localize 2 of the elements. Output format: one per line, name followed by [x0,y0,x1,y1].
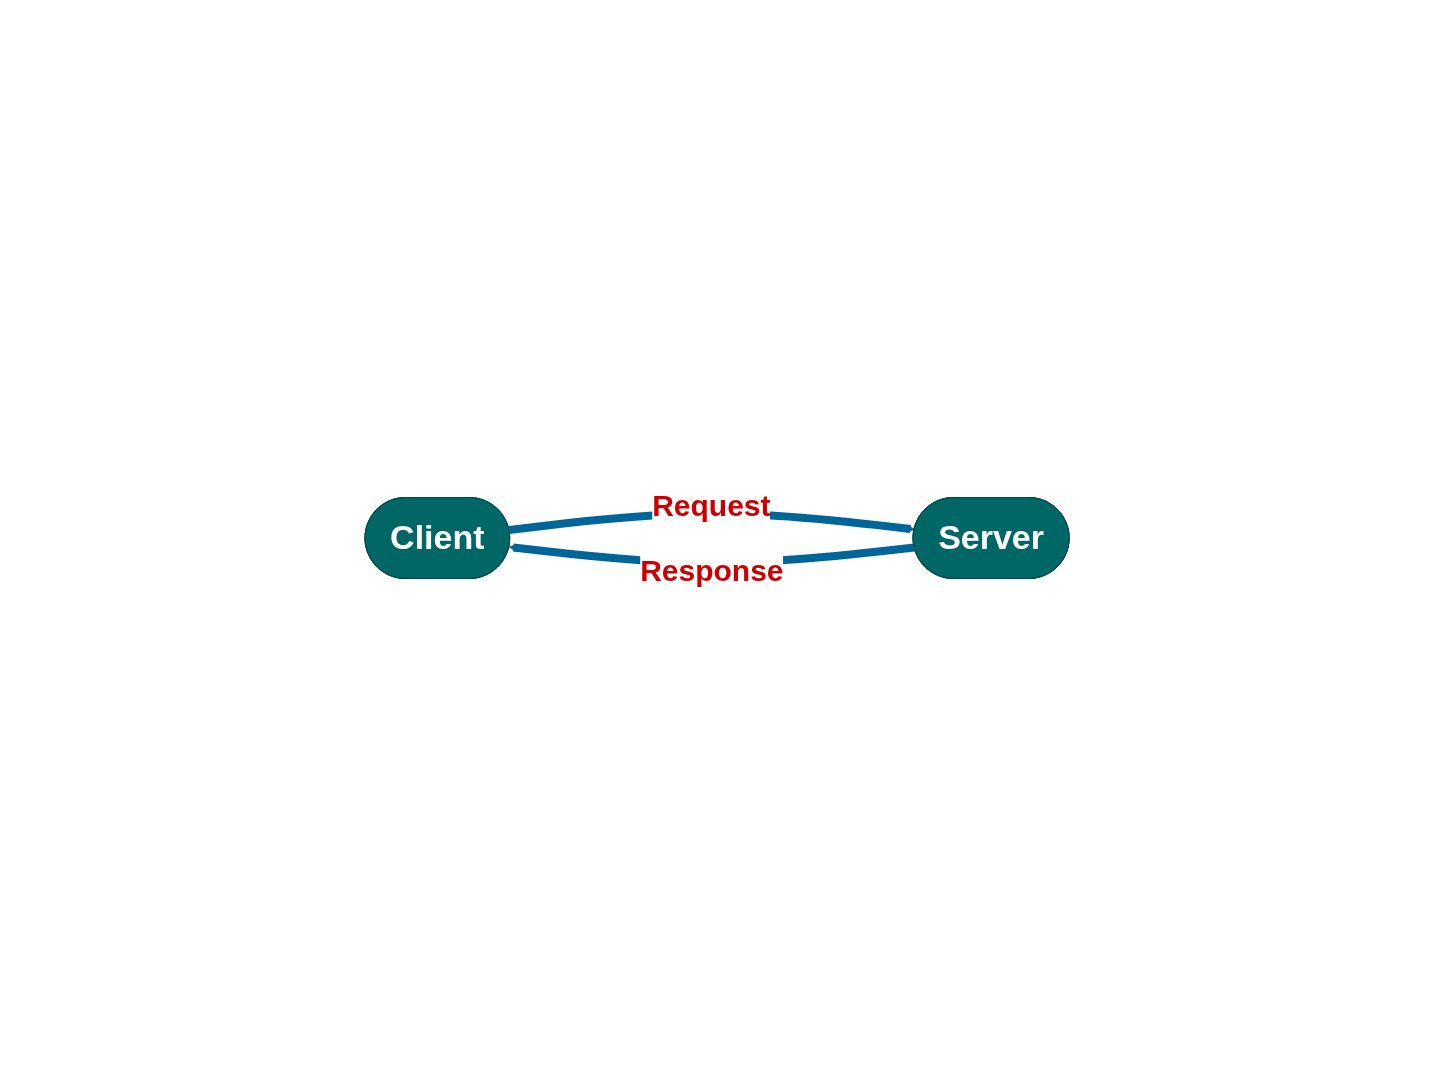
edge-label: Request [652,489,771,523]
edge-label: Response [640,553,784,587]
